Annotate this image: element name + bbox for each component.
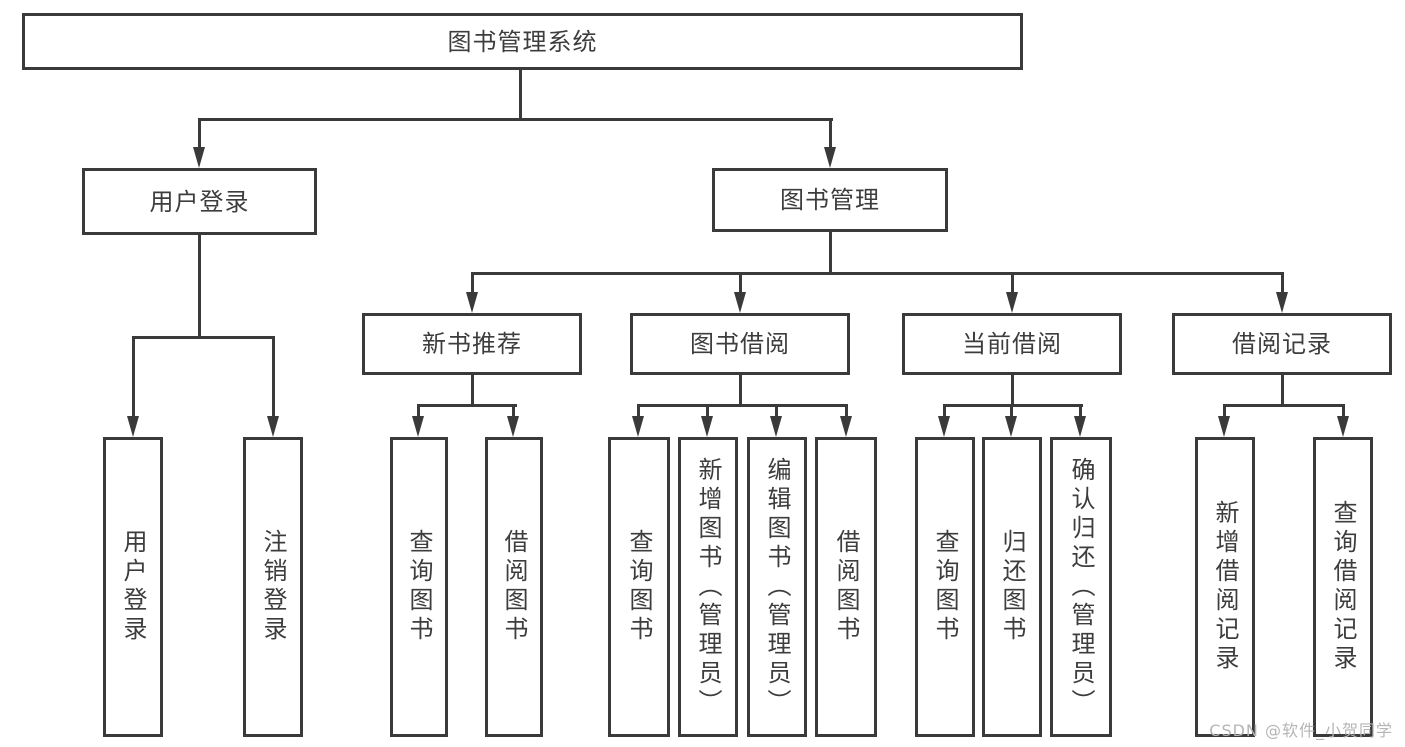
- arrowhead-icon: [1218, 416, 1230, 437]
- connector-line: [512, 404, 515, 416]
- node-book-management-label: 图书管理: [780, 186, 880, 214]
- leaf-records-query-label: 查询借阅记录: [1329, 500, 1357, 674]
- leaf-borrow-query-label: 查询图书: [625, 529, 653, 645]
- node-user-login-label: 用户登录: [149, 187, 250, 216]
- connector-line: [637, 404, 640, 416]
- leaf-newbooks-query: 查询图书: [390, 437, 448, 737]
- connector-line: [1079, 404, 1082, 416]
- connector-line: [1223, 404, 1226, 416]
- connector-line: [943, 404, 946, 416]
- connector-line: [132, 336, 275, 339]
- arrowhead-icon: [412, 416, 424, 437]
- leaf-current-confirm-return-label: 确认归还（管理员）: [1067, 456, 1095, 718]
- arrowhead-icon: [1276, 292, 1288, 313]
- arrowhead-icon: [267, 416, 279, 437]
- leaf-newbooks-borrow-label: 借阅图书: [500, 529, 528, 645]
- arrowhead-icon: [701, 416, 713, 437]
- connector-line: [272, 336, 275, 416]
- node-library-system-label: 图书管理系统: [447, 27, 598, 56]
- leaf-borrow-borrow-book-label: 借阅图书: [832, 529, 860, 645]
- leaf-records-add-label: 新增借阅记录: [1211, 500, 1239, 674]
- node-new-book-recommend-label: 新书推荐: [422, 330, 522, 358]
- leaf-newbooks-borrow: 借阅图书: [485, 437, 543, 737]
- connector-line: [198, 118, 833, 121]
- leaf-records-add: 新增借阅记录: [1195, 437, 1255, 737]
- arrowhead-icon: [193, 147, 205, 168]
- connector-line: [829, 232, 832, 272]
- connector-line: [1223, 404, 1345, 407]
- connector-line: [706, 404, 709, 416]
- arrowhead-icon: [1337, 416, 1349, 437]
- arrowhead-icon: [770, 416, 782, 437]
- leaf-logout: 注销登录: [243, 437, 303, 737]
- csdn-watermark: CSDN @软件_小贺同学: [1209, 721, 1393, 740]
- node-library-system: 图书管理系统: [22, 13, 1023, 70]
- connector-line: [132, 336, 135, 416]
- leaf-current-return-label: 归还图书: [998, 529, 1026, 645]
- connector-line: [1342, 404, 1345, 416]
- leaf-borrow-borrow-book: 借阅图书: [815, 437, 877, 737]
- leaf-borrow-edit-book-label: 编辑图书（管理员）: [763, 456, 791, 718]
- leaf-borrow-add-book: 新增图书（管理员）: [678, 437, 738, 737]
- node-book-borrow-label: 图书借阅: [690, 330, 790, 358]
- leaf-current-query-label: 查询图书: [931, 529, 959, 645]
- connector-line: [417, 404, 420, 416]
- arrowhead-icon: [507, 416, 519, 437]
- leaf-newbooks-query-label: 查询图书: [405, 529, 433, 645]
- connector-line: [1010, 404, 1013, 416]
- connector-line: [637, 404, 848, 407]
- leaf-logout-label: 注销登录: [259, 529, 287, 645]
- arrowhead-icon: [824, 147, 836, 168]
- node-borrow-records: 借阅记录: [1172, 313, 1392, 375]
- arrowhead-icon: [1006, 292, 1018, 313]
- connector-line: [417, 404, 517, 407]
- connector-line: [471, 272, 1284, 275]
- arrowhead-icon: [734, 292, 746, 313]
- node-borrow-records-label: 借阅记录: [1232, 330, 1332, 358]
- leaf-current-query: 查询图书: [915, 437, 975, 737]
- node-user-login: 用户登录: [82, 168, 317, 235]
- leaf-user-login-label: 用户登录: [119, 529, 147, 645]
- connector-line: [198, 118, 201, 148]
- node-current-borrow: 当前借阅: [902, 313, 1122, 375]
- leaf-records-query: 查询借阅记录: [1313, 437, 1373, 737]
- node-current-borrow-label: 当前借阅: [962, 330, 1062, 358]
- connector-line: [198, 235, 201, 336]
- node-book-management: 图书管理: [712, 168, 948, 232]
- leaf-current-return: 归还图书: [982, 437, 1042, 737]
- connector-line: [519, 70, 522, 120]
- connector-line: [845, 404, 848, 416]
- leaf-user-login: 用户登录: [103, 437, 163, 737]
- connector-line: [943, 404, 1083, 407]
- arrowhead-icon: [466, 292, 478, 313]
- node-new-book-recommend: 新书推荐: [362, 313, 582, 375]
- connector-line: [829, 118, 832, 148]
- connector-line: [739, 272, 742, 292]
- arrowhead-icon: [840, 416, 852, 437]
- leaf-borrow-query: 查询图书: [608, 437, 670, 737]
- arrowhead-icon: [632, 416, 644, 437]
- connector-line: [471, 375, 474, 405]
- node-book-borrow: 图书借阅: [630, 313, 850, 375]
- leaf-borrow-edit-book: 编辑图书（管理员）: [747, 437, 807, 737]
- arrowhead-icon: [1005, 416, 1017, 437]
- connector-line: [471, 272, 474, 292]
- arrowhead-icon: [1074, 416, 1086, 437]
- connector-line: [1281, 375, 1284, 405]
- arrowhead-icon: [127, 416, 139, 437]
- connector-line: [739, 375, 742, 405]
- connector-line: [1011, 272, 1014, 292]
- leaf-current-confirm-return: 确认归还（管理员）: [1050, 437, 1112, 737]
- connector-line: [1281, 272, 1284, 292]
- leaf-borrow-add-book-label: 新增图书（管理员）: [694, 456, 722, 718]
- connector-line: [1011, 375, 1014, 405]
- arrowhead-icon: [938, 416, 950, 437]
- connector-line: [775, 404, 778, 416]
